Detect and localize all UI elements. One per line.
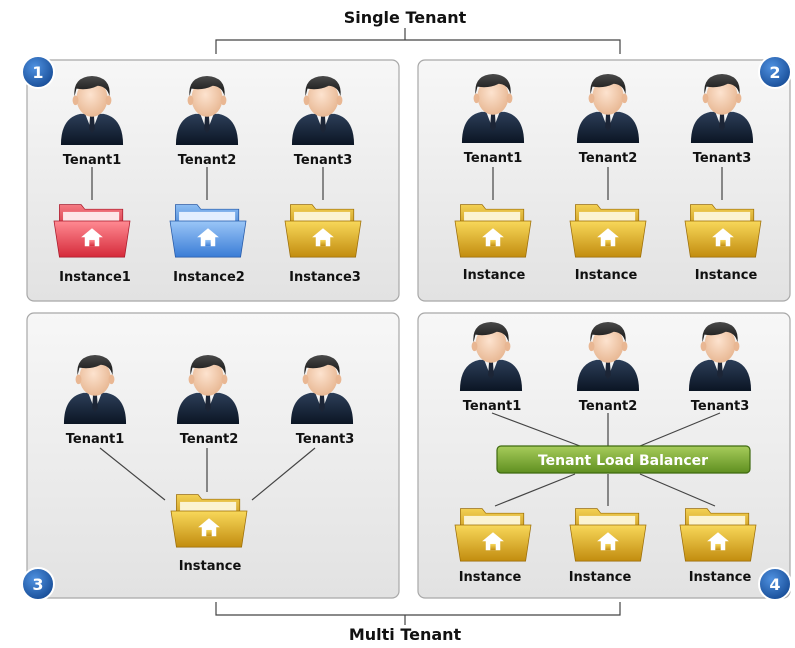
tenant-label: Tenant3 — [691, 399, 750, 414]
tenant-label: Tenant2 — [579, 151, 638, 166]
instance-label: Instance — [695, 268, 758, 283]
instance-label: Instance1 — [59, 270, 131, 285]
tenant-label: Tenant1 — [464, 151, 523, 166]
instance-label: Instance — [575, 268, 638, 283]
tenant-label: Tenant2 — [178, 153, 237, 168]
tenant-label: Tenant1 — [463, 399, 522, 414]
tenant-label: Tenant3 — [294, 153, 353, 168]
badge-3: 3 — [21, 567, 55, 601]
svg-text:1: 1 — [32, 63, 43, 82]
instance-folder-blue-icon — [169, 204, 247, 258]
tenant-label: Tenant3 — [693, 151, 752, 166]
instance-label: Instance3 — [289, 270, 361, 285]
multi-tenant-heading: Multi Tenant — [349, 625, 462, 644]
svg-text:2: 2 — [769, 63, 780, 82]
instance-label: Instance — [179, 559, 242, 574]
instance-folder-icon — [284, 204, 362, 258]
panel-3 — [26, 312, 400, 599]
connectors — [91, 167, 723, 507]
tenant-label: Tenant1 — [63, 153, 122, 168]
tenant-label: Tenant1 — [66, 432, 125, 447]
instance-folder-icon — [454, 508, 532, 562]
instance-folder-red-icon — [53, 204, 131, 258]
single-tenant-bracket — [215, 28, 621, 54]
instance-label: Instance2 — [173, 270, 245, 285]
instance-folder-icon — [569, 204, 647, 258]
instance-folder-icon — [569, 508, 647, 562]
instance-folder-icon — [170, 494, 248, 548]
badge-1: 1 — [21, 55, 55, 89]
load-balancer-label: Tenant Load Balancer — [538, 453, 708, 469]
instance-folder-icon — [684, 204, 762, 258]
instance-label: Instance — [689, 570, 752, 585]
svg-text:4: 4 — [769, 575, 780, 594]
load-balancer-box — [496, 445, 751, 474]
instance-label: Instance — [569, 570, 632, 585]
instance-label: Instance — [459, 570, 522, 585]
tenant-label: Tenant2 — [180, 432, 239, 447]
instance-label: Instance — [463, 268, 526, 283]
multi-tenant-bracket — [215, 602, 621, 625]
badge-4: 4 — [758, 567, 792, 601]
single-tenant-heading: Single Tenant — [344, 8, 467, 27]
badge-2: 2 — [758, 55, 792, 89]
tenant-label: Tenant3 — [296, 432, 355, 447]
tenant-label: Tenant2 — [579, 399, 638, 414]
instance-folder-icon — [454, 204, 532, 258]
instance-folder-icon — [679, 508, 757, 562]
svg-text:3: 3 — [32, 575, 43, 594]
